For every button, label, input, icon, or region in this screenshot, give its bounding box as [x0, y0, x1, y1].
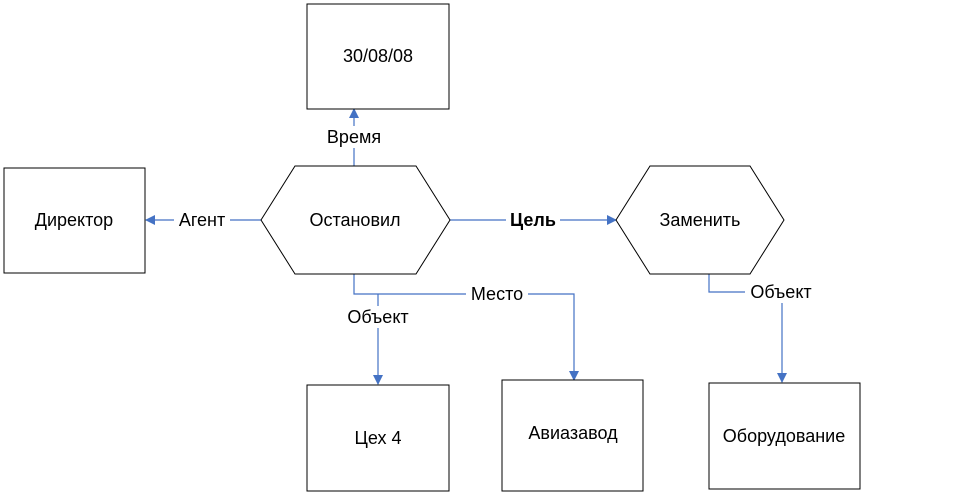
svg-text:Место: Место — [471, 284, 523, 304]
svg-text:Авиазавод: Авиазавод — [528, 423, 618, 443]
node-date: 30/08/08 — [306, 3, 450, 110]
label-time: Время — [322, 126, 386, 148]
svg-text:Директор: Директор — [35, 210, 113, 230]
label-object-right: Объект — [745, 281, 817, 303]
node-director: Директор — [3, 167, 146, 274]
label-object-left: Объект — [342, 306, 414, 328]
node-workshop: Цех 4 — [306, 384, 450, 492]
node-stopped: Остановил — [260, 165, 451, 275]
svg-text:Заменить: Заменить — [660, 210, 741, 230]
node-equipment: Оборудование — [708, 382, 861, 490]
label-place: Место — [466, 284, 528, 306]
svg-text:Цель: Цель — [510, 210, 556, 230]
svg-text:Остановил: Остановил — [309, 210, 400, 230]
svg-text:Цех 4: Цех 4 — [355, 428, 402, 448]
svg-text:Объект: Объект — [347, 307, 408, 327]
node-replace: Заменить — [615, 165, 785, 275]
svg-text:Объект: Объект — [750, 282, 811, 302]
svg-text:Оборудование: Оборудование — [723, 426, 845, 446]
label-goal: Цель — [506, 209, 560, 231]
svg-text:30/08/08: 30/08/08 — [343, 46, 413, 66]
svg-text:Агент: Агент — [179, 210, 225, 230]
label-agent: Агент — [174, 209, 230, 231]
edge-place — [353, 274, 579, 381]
svg-text:Время: Время — [327, 127, 381, 147]
node-aircraft-plant: Авиазавод — [501, 379, 644, 492]
